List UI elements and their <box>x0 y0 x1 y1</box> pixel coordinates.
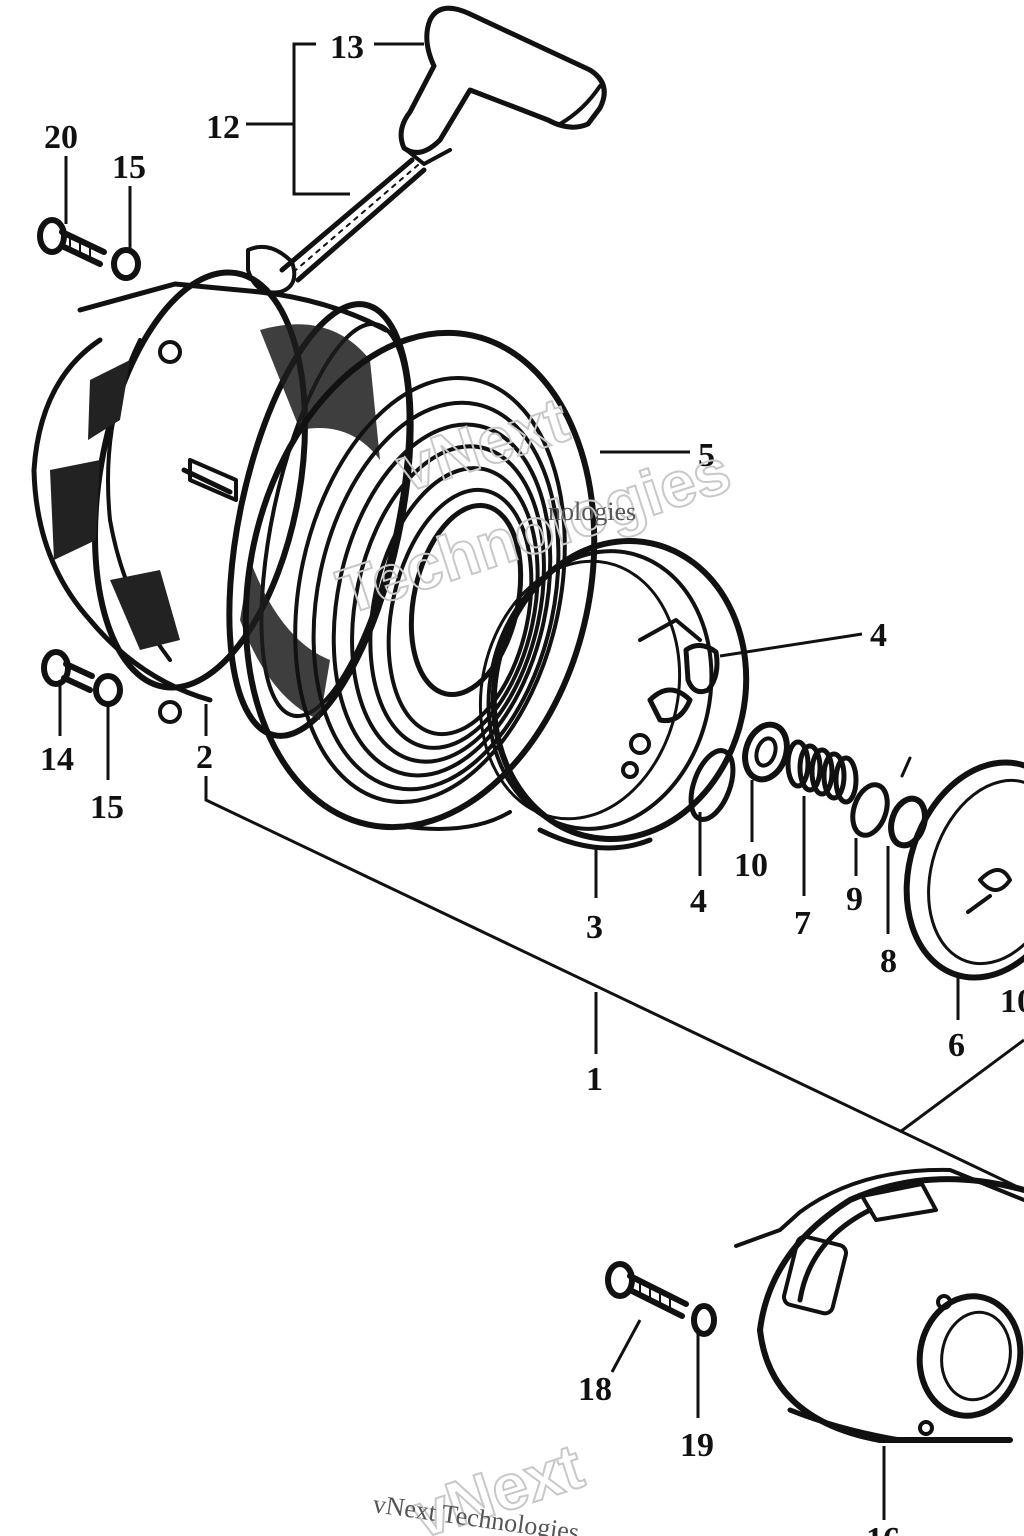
reel-housing-drawing <box>226 301 414 739</box>
bolt-part-18 <box>605 1261 689 1319</box>
fasteners-drawing <box>37 217 717 1337</box>
recoil-spring-drawing <box>242 329 598 831</box>
label-part-15-bottom: 15 <box>90 789 124 826</box>
label-part-14: 14 <box>40 741 74 778</box>
starter-case-drawing <box>31 245 389 724</box>
bolt-part-20 <box>37 217 107 267</box>
starter-rope-drawing <box>279 157 427 283</box>
label-part-20: 20 <box>44 119 78 156</box>
starter-handle-drawing <box>398 5 607 166</box>
label-part-16: 16 <box>866 1521 900 1536</box>
friction-plate-drawing <box>903 759 1024 981</box>
label-part-19: 19 <box>680 1427 714 1464</box>
label-part-3: 3 <box>586 909 603 946</box>
label-part-7: 7 <box>794 905 811 942</box>
lower-cover-drawing <box>734 1167 1024 1443</box>
label-part-9: 9 <box>846 881 863 918</box>
label-part-15-top: 15 <box>112 149 146 186</box>
washer-part-15-bottom <box>93 673 123 707</box>
label-part-18: 18 <box>578 1371 612 1408</box>
watermark-bottom: vNext vNext Technologies <box>371 1429 592 1536</box>
leader-lines <box>58 42 1024 1520</box>
washer-part-19 <box>691 1303 717 1337</box>
label-part-12: 12 <box>206 109 240 146</box>
small-parts-drawing <box>688 721 928 849</box>
label-part-13: 13 <box>330 29 364 66</box>
bolt-part-14 <box>41 649 95 693</box>
spring-part-7 <box>785 739 859 805</box>
washer-part-15-top <box>111 247 141 281</box>
label-part-8: 8 <box>880 943 897 980</box>
washer-part-10 <box>742 721 790 783</box>
part-labels: 13 12 20 15 5 4 2 14 15 10 9 4 3 7 8 10 … <box>40 29 1024 1536</box>
label-part-4-top: 4 <box>870 617 887 654</box>
label-part-10-right: 10 <box>1000 983 1024 1020</box>
label-part-10: 10 <box>734 847 768 884</box>
label-part-6: 6 <box>948 1027 965 1064</box>
label-part-4-bottom: 4 <box>690 883 707 920</box>
watermark-small-top: nologies <box>548 497 636 526</box>
label-part-2: 2 <box>196 739 213 776</box>
clip-part-9 <box>850 782 890 838</box>
label-part-5: 5 <box>698 437 715 474</box>
label-part-1: 1 <box>586 1061 603 1098</box>
